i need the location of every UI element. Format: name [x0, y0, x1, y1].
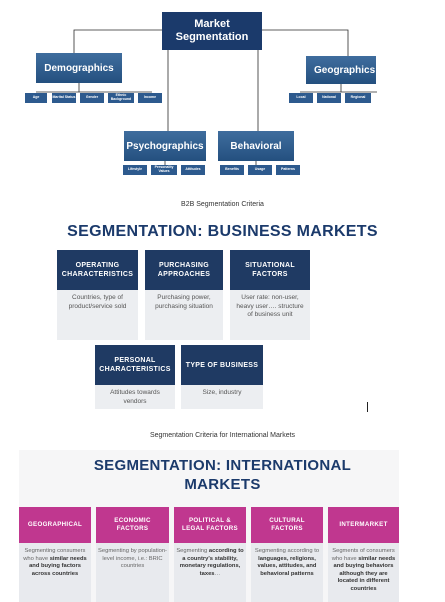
psychographics-item: Lifestyle [123, 165, 147, 175]
connector-lines [36, 29, 377, 165]
card-body: Attitudes towards vendors [110, 389, 160, 405]
card-header: TYPE OF BUSINESS [181, 345, 263, 385]
geographical-card: GEOGRAPHICAL Segmenting consumers who ha… [19, 507, 91, 602]
geographics-item: National [317, 93, 341, 103]
card-header: SITUATIONAL FACTORS [230, 250, 310, 290]
b2b-caption: B2B Segmentation Criteria [181, 201, 264, 208]
cultural-factors-card: CULTURAL FACTORS Segmenting according to… [251, 507, 323, 602]
card-body: User rate: non-user, heavy user…. struct… [236, 294, 304, 318]
card-header: OPERATING CHARACTERISTICS [57, 250, 138, 290]
card-body: Purchasing power, purchasing situation [155, 294, 213, 310]
demographics-item: Age [25, 93, 47, 103]
card-body: Segmenting according to languages, relig… [254, 548, 320, 577]
demographics-node: Demographics [36, 53, 122, 83]
situational-factors-card: SITUATIONAL FACTORS User rate: non-user,… [230, 250, 310, 340]
card-header: GEOGRAPHICAL [19, 507, 91, 543]
card-header: PERSONAL CHARACTERISTICS [95, 345, 175, 385]
card-header: CULTURAL FACTORS [251, 507, 323, 543]
card-body: Segmenting according to a country's stab… [176, 548, 244, 577]
title-line-2: MARKETS [184, 476, 261, 493]
psychographics-item: Attitudes [181, 165, 205, 175]
card-body: Segmenting consumers who have similar ne… [23, 548, 87, 577]
psychographics-node: Psychographics [124, 131, 206, 161]
geographics-item: Local [289, 93, 313, 103]
operating-characteristics-card: OPERATING CHARACTERISTICS Countries, typ… [57, 250, 138, 340]
card-body: Countries, type of product/service sold [68, 294, 127, 310]
behavioral-item: Usage [248, 165, 272, 175]
behavioral-item: Benefits [220, 165, 244, 175]
card-header: INTERMARKET [328, 507, 399, 543]
business-markets-title: SEGMENTATION: BUSINESS MARKETS [67, 223, 378, 240]
demographics-item: Income [138, 93, 162, 103]
text-cursor [367, 402, 368, 412]
card-body: Segmenting by population-level income, i… [98, 548, 167, 570]
behavioral-item: Patterns [276, 165, 300, 175]
intl-caption: Segmentation Criteria for International … [149, 432, 296, 439]
international-markets-title: SEGMENTATION: INTERNATIONAL MARKETS [0, 456, 445, 494]
market-segmentation-diagram: Market Segmentation Demographics Geograp… [0, 0, 445, 190]
card-header: ECONOMIC FACTORS [96, 507, 169, 543]
purchasing-approaches-card: PURCHASING APPROACHES Purchasing power, … [145, 250, 223, 340]
personal-characteristics-card: PERSONAL CHARACTERISTICS Attitudes towar… [95, 345, 175, 409]
geographics-item: Regional [345, 93, 371, 103]
economic-factors-card: ECONOMIC FACTORS Segmenting by populatio… [96, 507, 169, 602]
card-header: POLITICAL & LEGAL FACTORS [174, 507, 246, 543]
card-header: PURCHASING APPROACHES [145, 250, 223, 290]
type-of-business-card: TYPE OF BUSINESS Size, industry [181, 345, 263, 409]
market-segmentation-node: Market Segmentation [162, 12, 262, 50]
demographics-item: Gender [80, 93, 104, 103]
geographics-node: Geographics [306, 56, 376, 84]
psychographics-item: Personality Values [151, 165, 177, 175]
card-body: Size, industry [202, 389, 242, 396]
political-legal-factors-card: POLITICAL & LEGAL FACTORS Segmenting acc… [174, 507, 246, 602]
intermarket-card: INTERMARKET Segments of consumers who ha… [328, 507, 399, 602]
card-body: Segments of consumers who have similar n… [331, 548, 396, 592]
demographics-item: Ethnic Background [108, 93, 134, 103]
demographics-item: Marital Status [52, 93, 76, 103]
title-line-1: SEGMENTATION: INTERNATIONAL [93, 457, 352, 474]
behavioral-node: Behavioral [218, 131, 294, 161]
